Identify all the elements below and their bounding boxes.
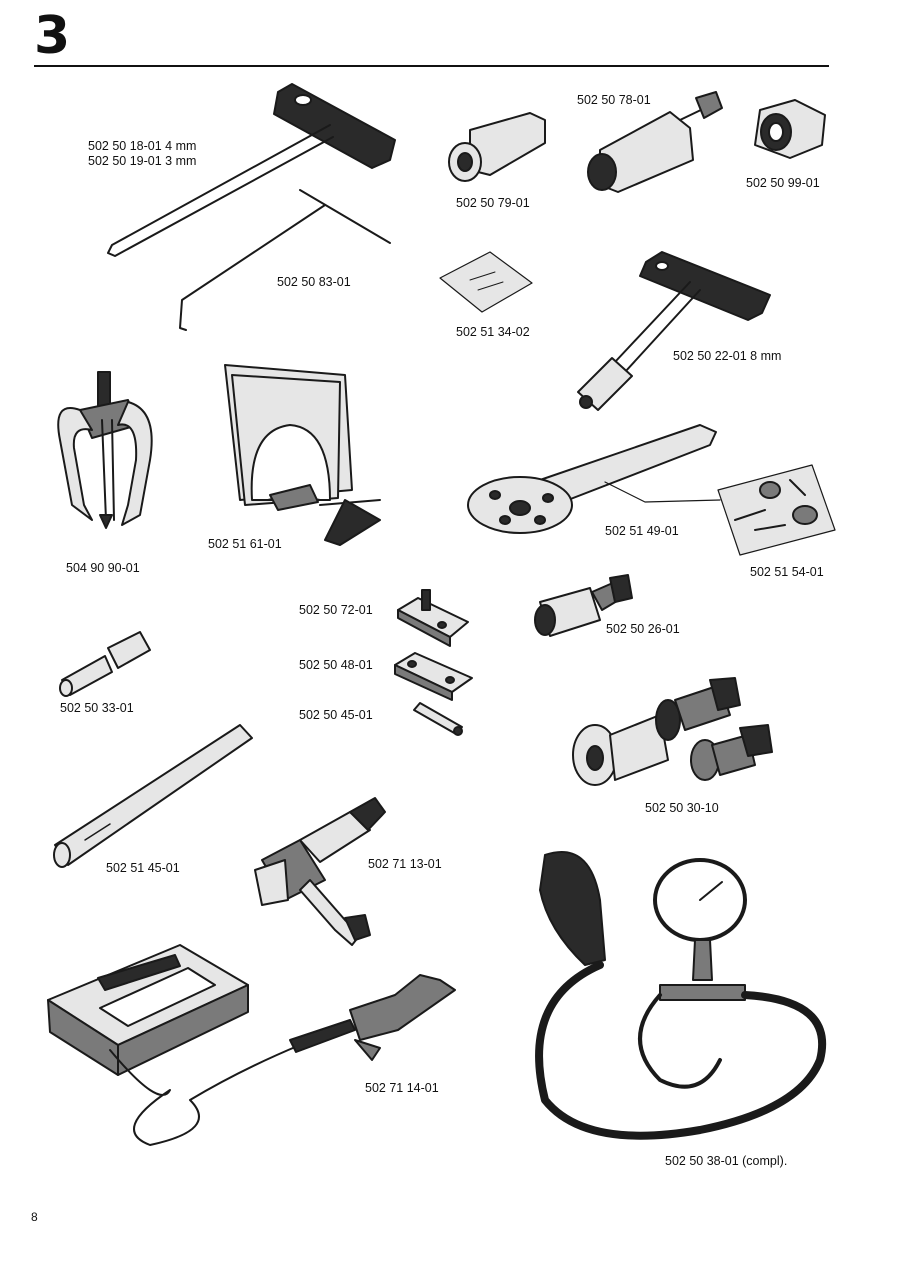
spanner-illustration [53,724,253,868]
tool-label: 502 50 83-01 [277,275,351,289]
plate-illustration [394,652,473,701]
tool-label: 502 51 61-01 [208,537,282,551]
spark-tester-illustration [254,797,386,946]
tool-label: 502 50 18-01 4 mm [88,139,197,153]
pin-illustration [413,702,463,736]
hook-tool-illustration [179,189,391,331]
nut-illustration [754,99,826,159]
tool-label: 502 50 48-01 [299,658,373,672]
tool-label: 502 50 72-01 [299,603,373,617]
rev-counter-illustration [47,944,456,1146]
plate-stud-illustration [397,589,469,647]
clamp-illustration [224,364,381,546]
tool-label: 502 50 22-01 8 mm [673,349,782,363]
puller-bolt-illustration [587,91,723,193]
flywheel-holder-illustration [467,424,721,534]
decal-illustration [439,251,533,313]
tool-label: 502 50 30-10 [645,801,719,815]
tool-label: 502 50 19-01 3 mm [88,154,197,168]
tool-label: 504 90 90-01 [66,561,140,575]
tool-label: 502 51 54-01 [750,565,824,579]
page-number: 8 [31,1210,38,1224]
tool-label: 502 50 38-01 (compl). [665,1154,788,1168]
press-kit-illustration [572,677,773,786]
chapter-number: 3 [34,6,71,66]
t-bar-socket-illustration [577,251,771,411]
claw-puller-illustration [57,371,153,529]
tool-label: 502 71 14-01 [365,1081,439,1095]
tool-label: 502 71 13-01 [368,857,442,871]
tool-label: 502 50 79-01 [456,196,530,210]
tool-label: 502 51 49-01 [605,524,679,538]
t-handle-hex-key-illustration [107,83,396,257]
tool-label: 502 50 33-01 [60,701,134,715]
tool-label: 502 50 78-01 [577,93,651,107]
drift-illustration [59,631,151,697]
sleeve-illustration [448,112,546,182]
tool-label: 502 50 99-01 [746,176,820,190]
tool-label: 502 51 45-01 [106,861,180,875]
parts-kit-illustration [717,464,836,556]
pressure-tester-illustration [535,851,827,1140]
tool-label: 502 50 26-01 [606,622,680,636]
tool-label: 502 50 45-01 [299,708,373,722]
adapter-illustration [534,574,633,637]
tool-label: 502 51 34-02 [456,325,530,339]
header-rule [34,65,829,67]
